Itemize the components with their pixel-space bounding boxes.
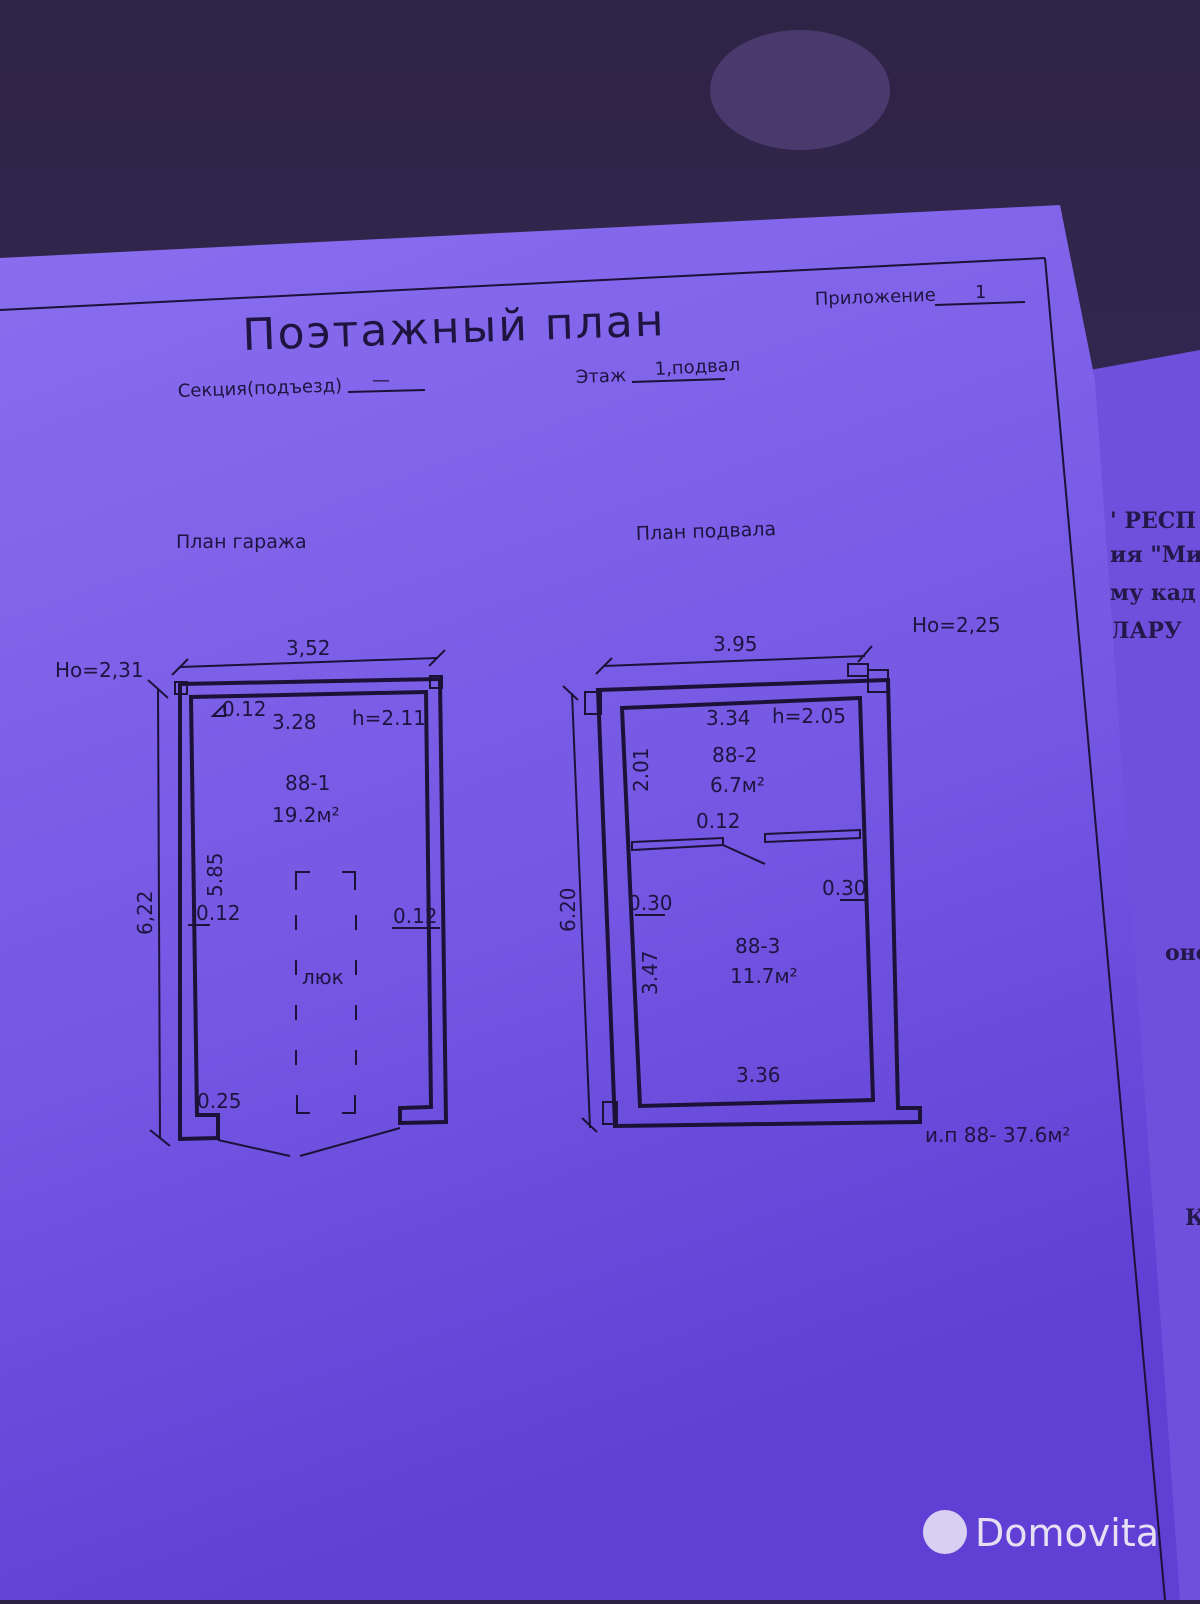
room3-length: 3.47 [638, 950, 662, 995]
frame-line [0, 257, 1046, 311]
back-text: ия "Ми [1110, 542, 1200, 568]
garage-walls [178, 676, 449, 1142]
garage-length-outer: 6,22 [133, 890, 157, 935]
room2-length: 2.01 [629, 747, 653, 792]
appendix-label: Приложение [814, 285, 936, 310]
garage-wall-left: 0.12 [196, 901, 241, 925]
frame-line [1044, 257, 1166, 1601]
basement-width-inner-top: 3.34 [706, 706, 751, 730]
garage-width-inner: 3.28 [272, 710, 317, 734]
back-text: му кад [1110, 580, 1196, 606]
hatch-outline [295, 871, 356, 1114]
basement-heading: План подвала [635, 518, 776, 545]
basement-wall-left: 0.30 [628, 891, 673, 915]
basement-height: h=2.05 [772, 704, 846, 728]
appendix-value: 1 [975, 282, 986, 303]
domovita-logo-icon [923, 1510, 967, 1554]
basement-length-outer: 6.20 [556, 887, 580, 932]
door-swing [722, 844, 766, 865]
hatch-label: люк [302, 965, 344, 989]
back-sheet [1090, 350, 1200, 1600]
garage-corner-mark: 0.12 [222, 697, 267, 721]
garage-ho: Но=2,31 [55, 658, 144, 682]
partition-wall [764, 828, 861, 844]
floor-value: 1,подвал [654, 355, 741, 380]
garage-wall-bottom: 0.25 [197, 1089, 242, 1113]
underline [631, 378, 726, 383]
watermark-text: Domovita [975, 1511, 1159, 1555]
garage-room-area: 19.2м² [272, 803, 340, 827]
underline [934, 301, 1026, 306]
garage-room-id: 88-1 [285, 771, 330, 795]
basement-width-inner-bottom: 3.36 [736, 1063, 781, 1087]
basement-width-outer: 3.95 [713, 632, 758, 656]
room2-id: 88-2 [712, 743, 757, 767]
underline [347, 389, 426, 393]
garage-width-outer: 3,52 [286, 636, 331, 660]
garage-length-inner: 5.85 [203, 852, 227, 897]
partition-thickness: 0.12 [696, 809, 741, 833]
floor-label: Этаж [575, 365, 626, 388]
back-text: К [1185, 1205, 1200, 1231]
garage-wall-right: 0.12 [393, 904, 438, 928]
room3-id: 88-3 [735, 934, 780, 958]
basement-inner-walls [619, 695, 876, 1109]
paper-sheet [0, 205, 1180, 1600]
back-text: онс [1165, 940, 1200, 966]
back-text: ' РЕСП [1110, 508, 1196, 534]
domovita-watermark: Domovita [923, 1510, 1159, 1555]
section-value: — [372, 370, 390, 391]
basement-ho: Но=2,25 [912, 613, 1001, 637]
total-area: и.п 88- 37.6м² [925, 1123, 1070, 1147]
room2-area: 6.7м² [710, 773, 765, 797]
fabric-pattern [710, 30, 890, 150]
room3-area: 11.7м² [730, 964, 798, 988]
garage-plan: План гаража Но=2,31 3,52 6,22 0.12 3.28 … [55, 531, 449, 1157]
garage-height: h=2.11 [352, 706, 426, 730]
basement-plan: План подвала Но=2,25 3.95 6.20 3.34 h=2.… [556, 518, 1070, 1147]
basement-wall-right: 0.30 [822, 876, 867, 900]
back-text: ЛАРУ [1110, 618, 1182, 644]
garage-heading: План гаража [176, 531, 307, 553]
